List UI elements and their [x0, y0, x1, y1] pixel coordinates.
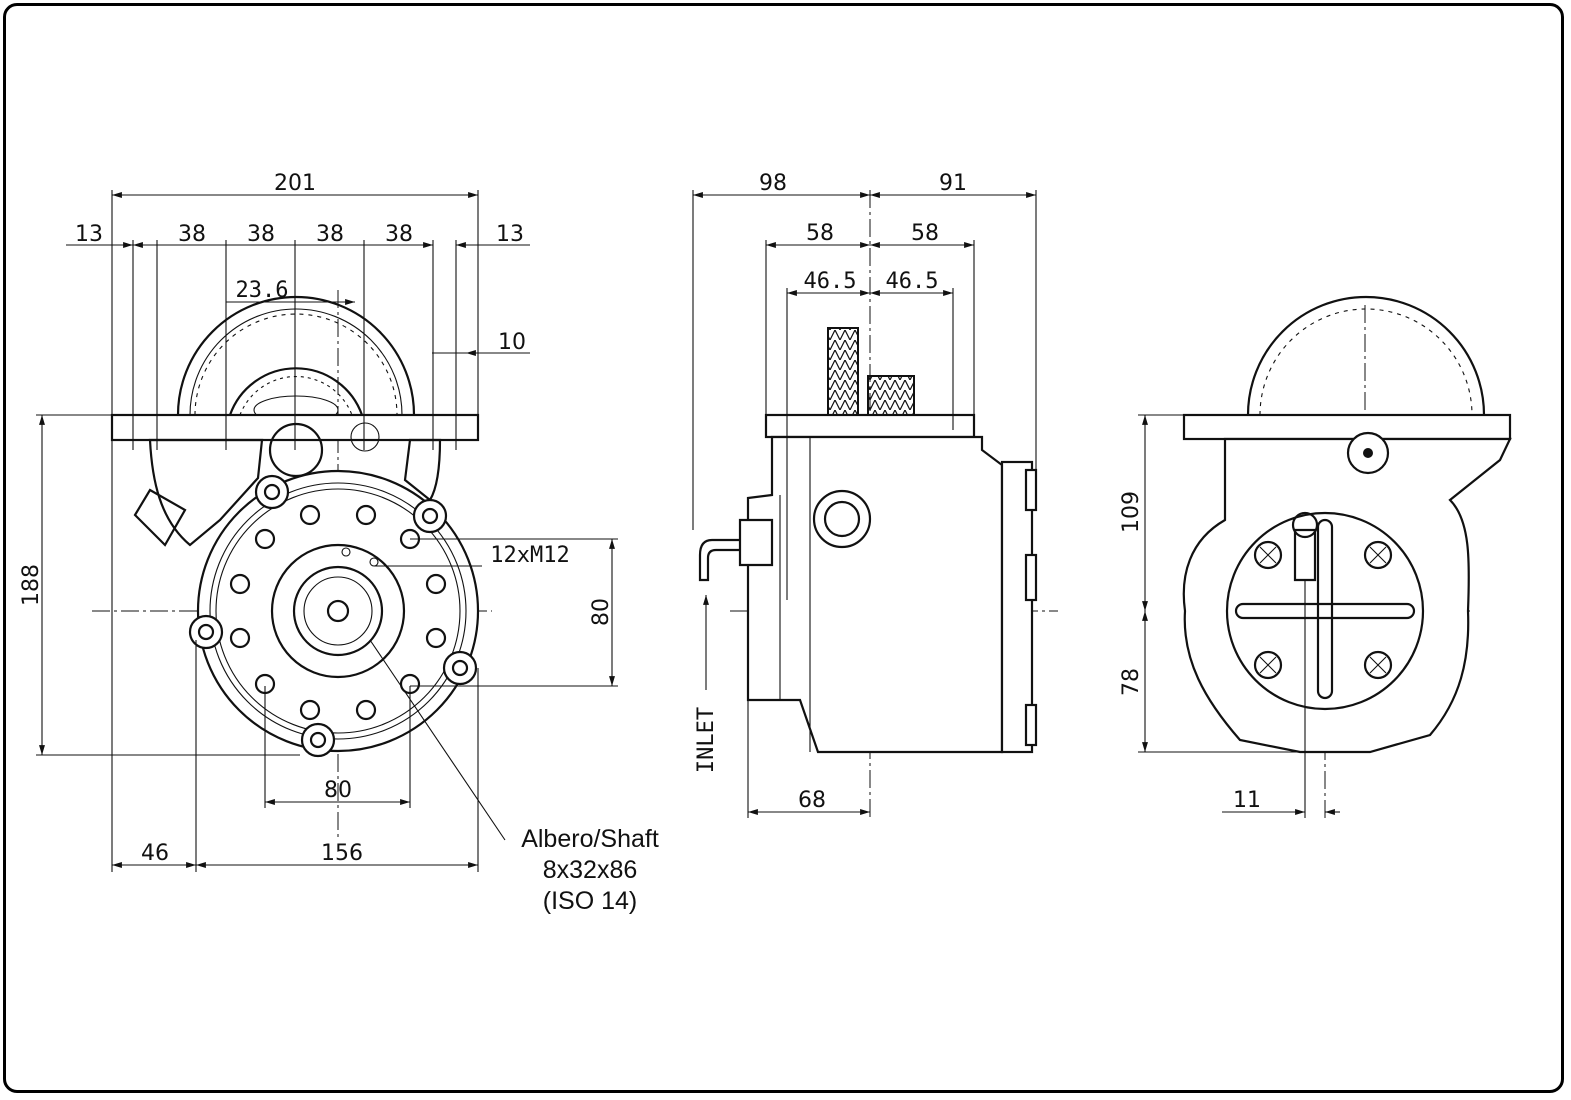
dim-38-a: 38 [178, 222, 206, 247]
dim-11: 11 [1233, 788, 1261, 813]
dim-98: 98 [759, 171, 787, 196]
shaft-label-line-3: (ISO 14) [543, 887, 637, 915]
dim-68: 68 [798, 788, 826, 813]
dim-10: 10 [498, 330, 526, 355]
rear-labels: 109 78 11 [1119, 491, 1261, 813]
dim-13-right: 13 [496, 222, 524, 247]
rear-bolts [1253, 540, 1393, 680]
dim-23-6: 23.6 [236, 278, 289, 303]
dim-46-5-left: 46.5 [804, 269, 857, 294]
dim-80-vertical: 80 [589, 598, 614, 626]
side-view [692, 190, 1058, 820]
mounting-bolts [188, 474, 478, 758]
side-labels: 98 91 58 58 46.5 46.5 INLET 68 [694, 171, 967, 813]
front-body [196, 469, 480, 753]
front-gear [176, 295, 416, 425]
shaft-label-line-1: Albero/Shaft [521, 825, 659, 853]
bolts-label: 12xM12 [490, 543, 569, 568]
dim-46: 46 [141, 841, 169, 866]
helical-gear [827, 327, 859, 417]
shaft-label-line-2: 8x32x86 [543, 856, 638, 884]
dim-80-horizontal: 80 [324, 778, 352, 803]
side-body [746, 435, 1004, 754]
dim-46-5-right: 46.5 [886, 269, 939, 294]
dim-38-c: 38 [316, 222, 344, 247]
dim-91: 91 [939, 171, 967, 196]
dim-58-left: 58 [806, 221, 834, 246]
dim-78: 78 [1119, 668, 1144, 696]
rear-dimensions [1138, 414, 1340, 818]
front-view [36, 190, 618, 872]
front-dimensions [36, 190, 618, 872]
inlet-label: INLET [694, 707, 719, 773]
dim-109: 109 [1119, 491, 1144, 533]
dim-188: 188 [19, 564, 44, 606]
dim-13-left: 13 [75, 222, 103, 247]
dim-38-d: 38 [385, 222, 413, 247]
front-labels: 201 13 38 38 38 38 13 23.6 10 188 12xM12… [19, 171, 659, 915]
dim-156: 156 [321, 841, 363, 866]
side-dimensions [692, 190, 1037, 818]
spur-gear [867, 375, 915, 417]
dim-201: 201 [274, 171, 316, 196]
rear-view [1138, 295, 1512, 820]
dim-58-right: 58 [911, 221, 939, 246]
dim-38-b: 38 [247, 222, 275, 247]
